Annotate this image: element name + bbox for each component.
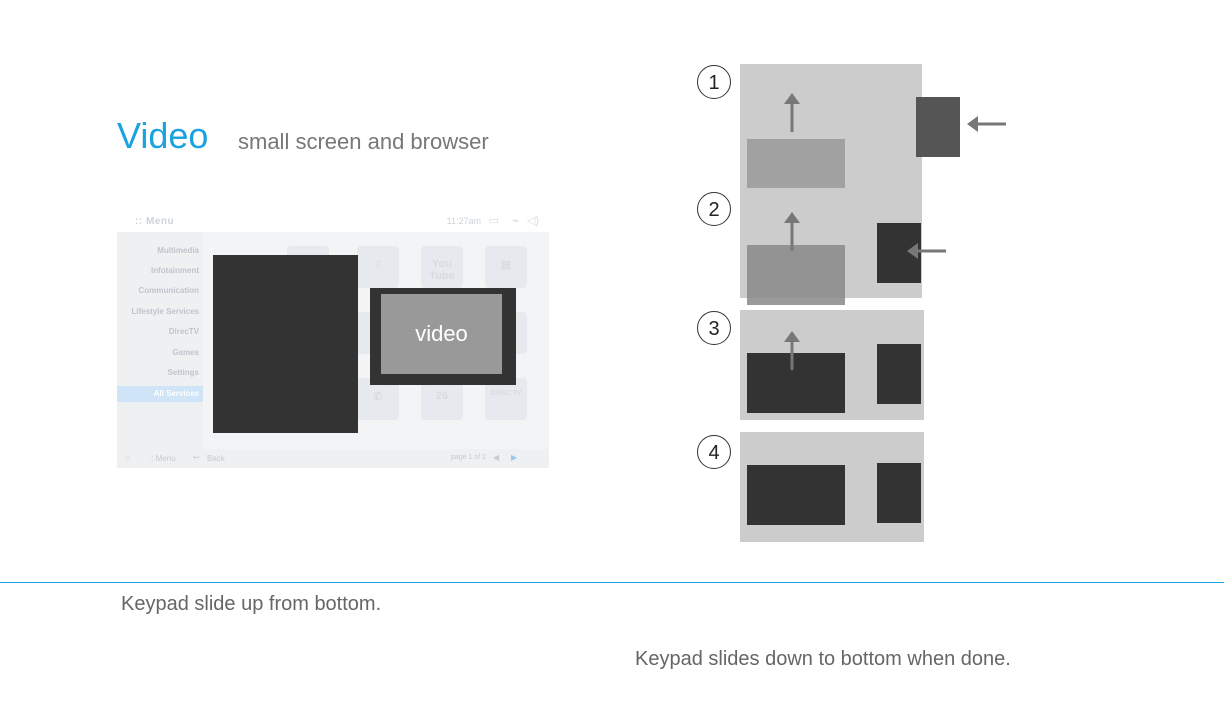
prev-page-icon[interactable]: ◀ — [493, 453, 500, 462]
sidebar-item-games[interactable]: Games — [172, 348, 199, 357]
sidebar-item-infotainment[interactable]: Infotainment — [151, 266, 199, 275]
step-4-video — [877, 463, 921, 523]
volume-icon: ◁) — [526, 215, 539, 227]
ui-clock: 11:27am — [446, 216, 481, 226]
directv-label: DIRECTV — [490, 390, 522, 397]
step-3-keypad — [747, 353, 845, 413]
step-number-3: 3 — [697, 311, 731, 345]
footer-menu-button[interactable]: :: Menu — [149, 454, 176, 463]
page-title: Video — [117, 115, 209, 156]
ui-top-bar: :: Menu 11:27am ▭ ⌁ ◁) — [117, 212, 549, 232]
page-subtitle: small screen and browser — [238, 129, 489, 154]
radio-icon: ▤ — [500, 259, 512, 271]
footer-back-button[interactable]: Back — [207, 454, 225, 463]
music-note-icon: ♫ — [373, 258, 383, 270]
ui-menu-label[interactable]: :: Menu — [135, 216, 175, 227]
keypad-panel — [213, 255, 358, 433]
up-arrow-icon — [784, 93, 800, 132]
back-arrow-icon: ↩ — [193, 453, 200, 462]
home-icon[interactable]: ⌂ — [125, 453, 130, 462]
video-player[interactable]: video — [381, 294, 502, 374]
caption-slide-up: Keypad slide up from bottom. — [121, 593, 382, 615]
section-divider — [0, 582, 1224, 583]
sidebar-item-communication[interactable]: Communication — [138, 286, 199, 295]
phone-app-tile[interactable]: ✆ — [357, 378, 399, 420]
left-arrow-icon — [967, 116, 1006, 132]
youtube-label: You Tube — [429, 258, 455, 282]
caption-slide-down: Keypad slides down to bottom when done. — [635, 648, 1011, 670]
step-3-video — [877, 344, 921, 404]
step-number-4: 4 — [697, 435, 731, 469]
step-2-keypad — [747, 245, 845, 305]
step-number-2: 2 — [697, 192, 731, 226]
radio-app-tile[interactable]: ▤ — [485, 246, 527, 288]
calendar-date: 26 — [435, 390, 449, 402]
left-arrow-icon — [907, 243, 946, 259]
battery-icon: ▭ — [488, 215, 499, 227]
step-1-video — [916, 97, 960, 157]
sidebar-item-multimedia[interactable]: Multimedia — [157, 246, 199, 255]
music-app-tile[interactable]: ♫ — [357, 246, 399, 288]
phone-icon: ✆ — [373, 391, 383, 403]
up-arrow-icon — [784, 212, 800, 251]
sidebar-item-settings[interactable]: Settings — [167, 368, 199, 377]
directv-app-tile[interactable]: DIRECTV — [485, 378, 527, 420]
sidebar-item-directv[interactable]: DirecTV — [168, 327, 199, 336]
sidebar-item-all-services[interactable]: All Services — [117, 386, 203, 402]
next-page-icon[interactable]: ▶ — [511, 453, 518, 462]
calendar-app-tile[interactable]: 26 — [421, 378, 463, 420]
ui-footer: ⌂ :: Menu ↩ Back page 1 of 2 ◀ ▶ — [117, 449, 549, 468]
page-indicator: page 1 of 2 — [451, 454, 487, 461]
sidebar-item-lifestyle[interactable]: Lifestyle Services — [131, 307, 199, 316]
wifi-off-icon: ⌁ — [512, 215, 519, 227]
youtube-app-tile[interactable]: You Tube — [421, 246, 463, 288]
ui-sidebar: Multimedia Infotainment Communication Li… — [117, 232, 203, 449]
up-arrow-icon — [784, 331, 800, 370]
step-number-1: 1 — [697, 65, 731, 99]
step-4-keypad — [747, 465, 845, 525]
